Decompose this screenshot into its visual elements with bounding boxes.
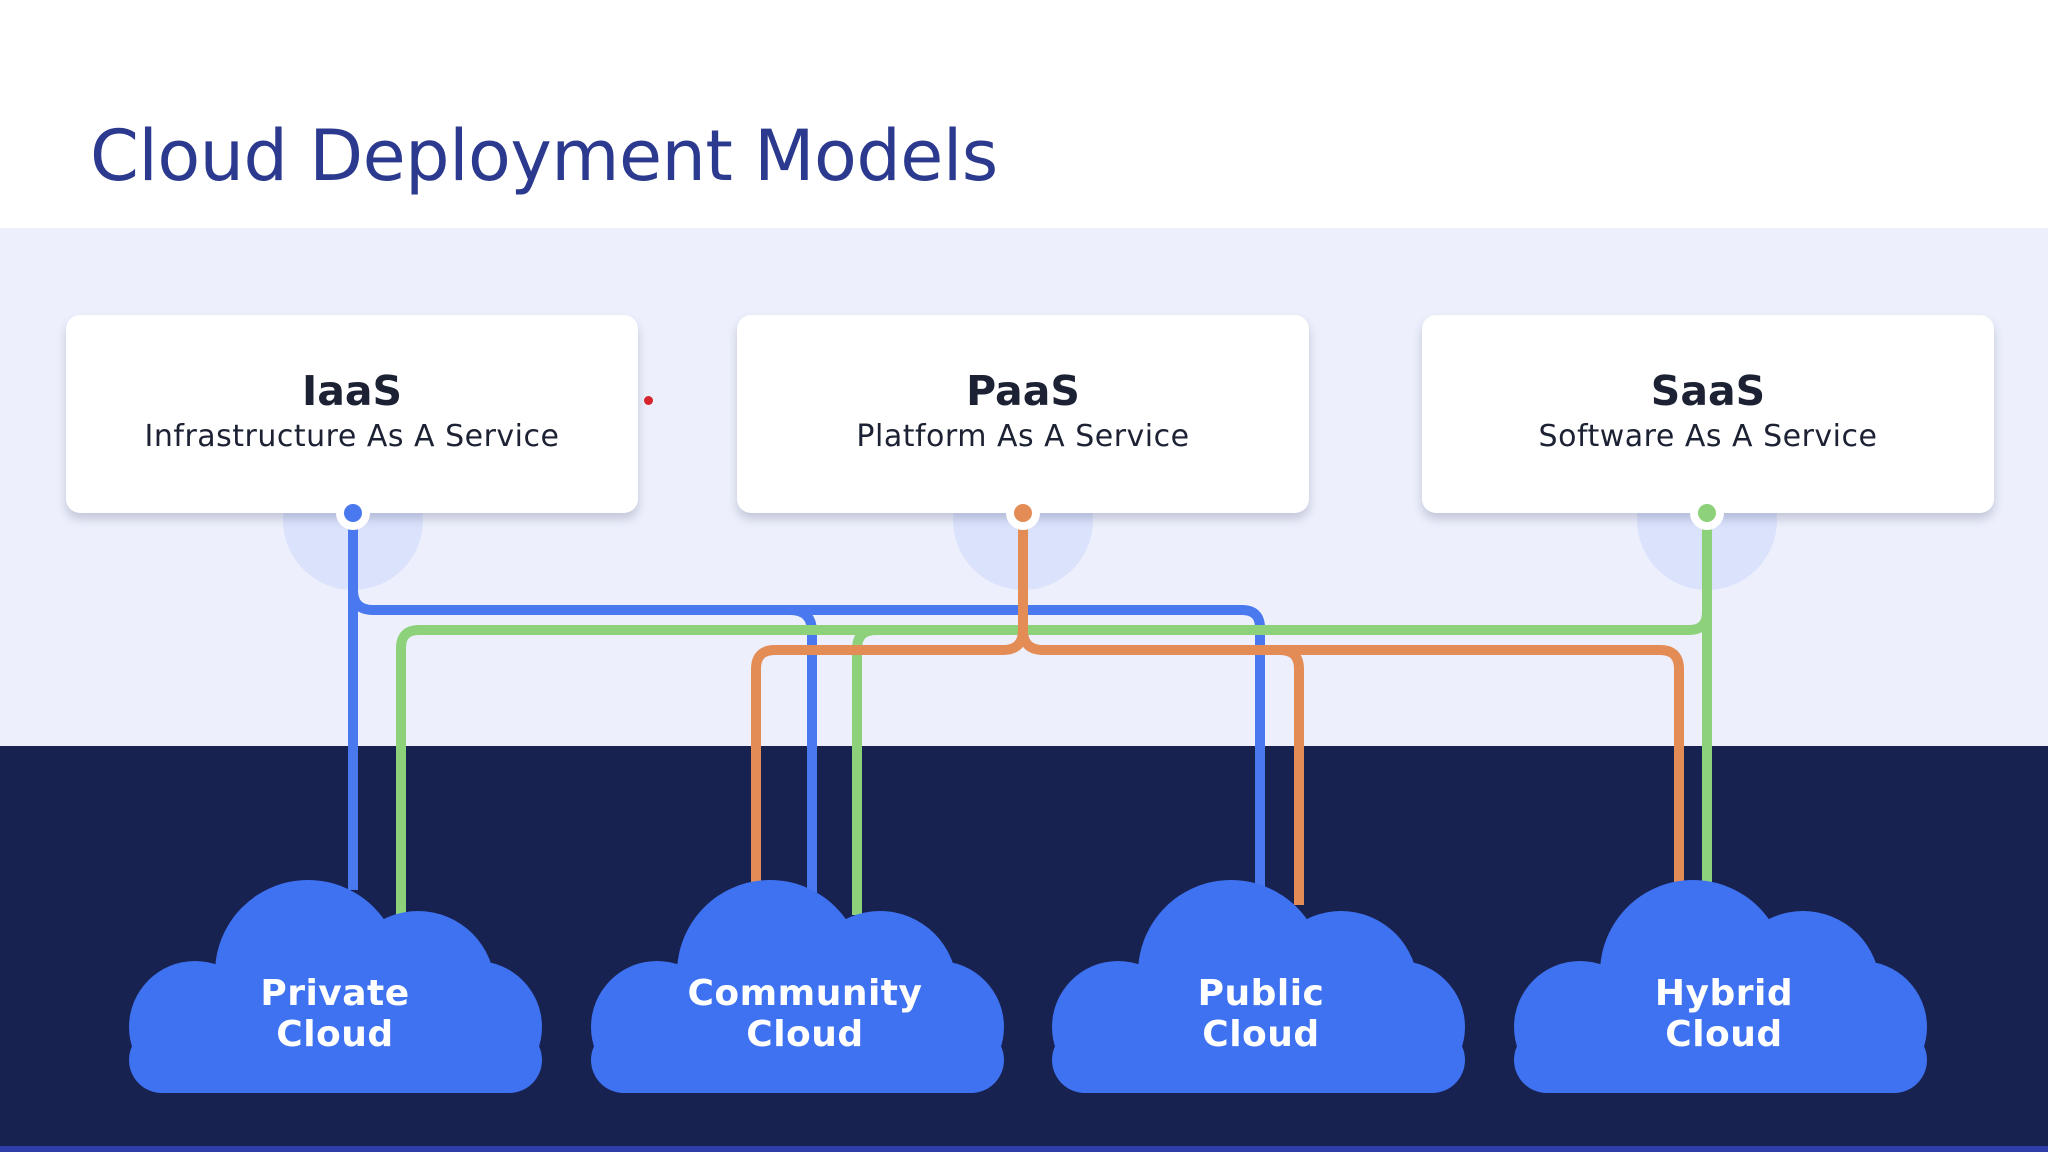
public-cloud-label-line1: Public — [1197, 973, 1325, 1014]
iaas-card: IaaS Infrastructure As A Service — [66, 315, 638, 513]
saas-card: SaaS Software As A Service — [1422, 315, 1994, 513]
private-cloud-label-line1: Private — [260, 973, 410, 1014]
saas-title: SaaS — [1650, 367, 1766, 415]
community-cloud-label-line2: Cloud — [746, 1014, 864, 1055]
private-cloud-label-line2: Cloud — [276, 1014, 394, 1055]
paas-title: PaaS — [966, 367, 1080, 415]
public-cloud-label: Public Cloud — [1111, 973, 1411, 1055]
private-cloud-shape — [129, 880, 542, 1093]
public-cloud-shape — [1052, 880, 1465, 1093]
iaas-subtitle: Infrastructure As A Service — [144, 419, 560, 454]
red-marker-dot — [644, 396, 653, 405]
community-cloud-label: Community Cloud — [655, 973, 955, 1055]
hybrid-cloud-label-line1: Hybrid — [1654, 973, 1794, 1014]
private-cloud-label: Private Cloud — [185, 973, 485, 1055]
hybrid-cloud-shape — [1514, 880, 1927, 1093]
saas-to-community-line — [852, 625, 877, 915]
paas-to-public-line — [1279, 645, 1304, 905]
paas-to-public-hybrid-line — [1018, 629, 1684, 890]
iaas-title: IaaS — [301, 367, 403, 415]
community-cloud-label-line1: Community — [687, 973, 923, 1014]
hybrid-cloud-label-line2: Cloud — [1665, 1014, 1783, 1055]
public-cloud-label-line2: Cloud — [1202, 1014, 1320, 1055]
paas-card: PaaS Platform As A Service — [737, 315, 1309, 513]
community-cloud-shape — [591, 880, 1004, 1093]
paas-subtitle: Platform As A Service — [856, 419, 1190, 454]
saas-subtitle: Software As A Service — [1538, 419, 1878, 454]
slide-bottom-border — [0, 1146, 2048, 1152]
iaas-trunk-line — [348, 589, 1265, 890]
slide-title: Cloud Deployment Models — [90, 115, 998, 197]
hybrid-cloud-label: Hybrid Cloud — [1574, 973, 1874, 1055]
